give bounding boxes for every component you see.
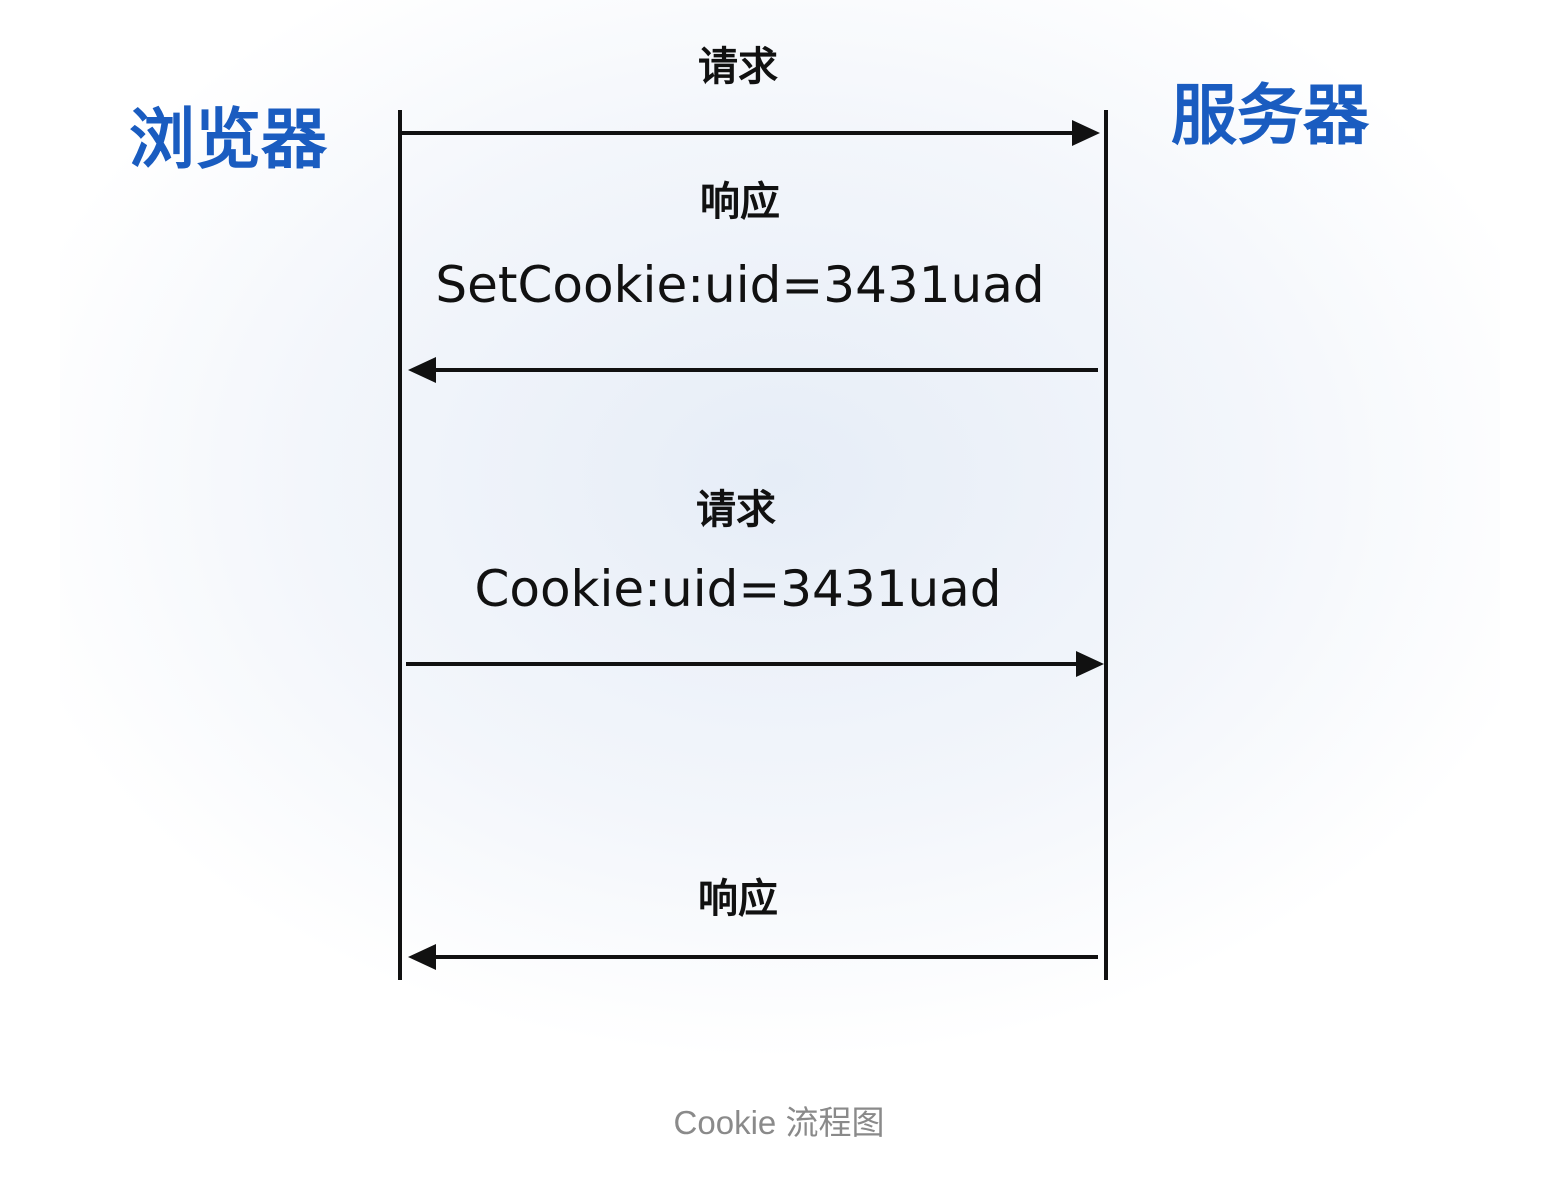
message-3-arrowhead <box>1076 651 1104 677</box>
message-4-arrowhead <box>408 944 436 970</box>
message-3-label: 请求 <box>696 487 776 533</box>
message-1-label: 请求 <box>698 44 778 90</box>
message-2-detail: SetCookie:uid=3431uad <box>435 256 1044 314</box>
figure-caption: Cookie 流程图 <box>673 1104 885 1141</box>
background-glow <box>60 0 1500 1060</box>
message-1-arrowhead <box>1072 120 1100 146</box>
message-2-arrowhead <box>408 357 436 383</box>
message-2-label: 响应 <box>700 179 780 225</box>
message-4-label: 响应 <box>698 876 778 922</box>
message-3-detail: Cookie:uid=3431uad <box>474 560 1001 618</box>
server-actor-label: 服务器 <box>1171 77 1370 154</box>
browser-actor-label: 浏览器 <box>129 101 328 178</box>
